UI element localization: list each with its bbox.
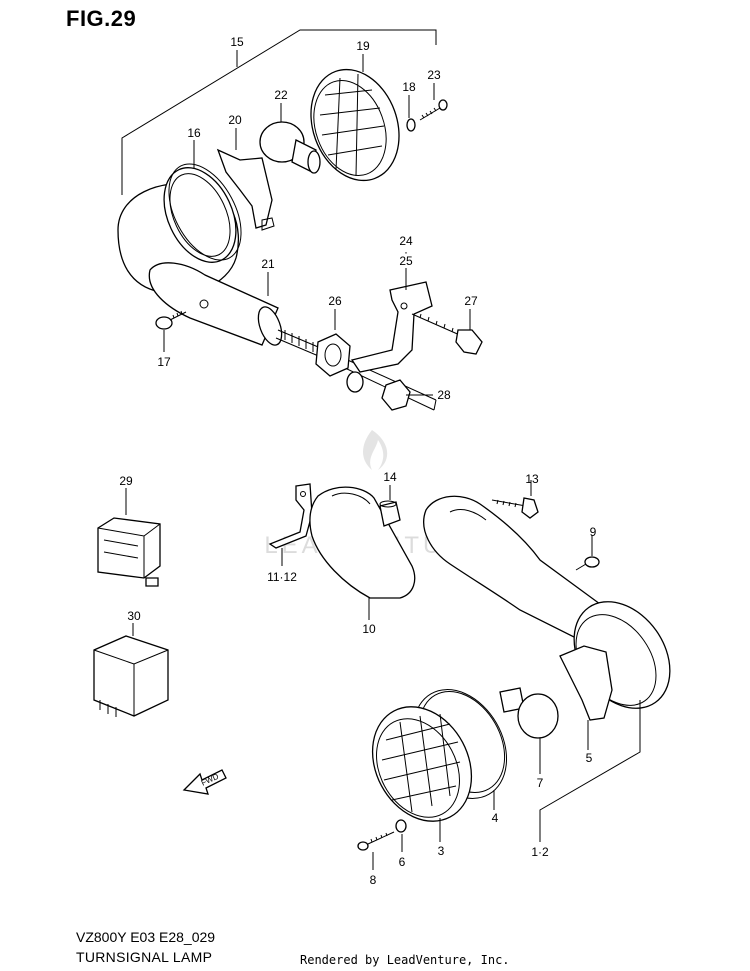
callout-8: 8 bbox=[370, 873, 377, 887]
screw-8 bbox=[357, 831, 395, 870]
callout-28: 28 bbox=[437, 388, 451, 402]
render-credit: Rendered by LeadVenture, Inc. bbox=[300, 953, 510, 967]
callout-7: 7 bbox=[537, 776, 544, 790]
assembly-bracket-15 bbox=[121, 29, 437, 195]
socket-plate-5 bbox=[559, 645, 613, 750]
bracket-24-25 bbox=[350, 281, 433, 373]
figure-title: FIG.29 bbox=[66, 6, 137, 31]
assembly-bracket-1-2 bbox=[539, 700, 641, 842]
bulb-22 bbox=[259, 121, 321, 174]
callout-1-2: 1·2 bbox=[531, 845, 549, 859]
screw-23 bbox=[419, 99, 448, 121]
fwd-arrow-icon: FWD bbox=[182, 769, 227, 795]
callout-13: 13 bbox=[525, 472, 539, 486]
callout-20: 20 bbox=[228, 113, 242, 127]
callout-14: 14 bbox=[383, 470, 397, 484]
bracket-11-12 bbox=[268, 483, 313, 566]
nut-26 bbox=[315, 333, 351, 377]
callout-dot-24-25: · bbox=[404, 245, 408, 259]
callout-6: 6 bbox=[399, 855, 406, 869]
socket-plate-20 bbox=[216, 148, 275, 231]
section-name: TURNSIGNAL LAMP bbox=[76, 949, 213, 965]
callout-25: 25 bbox=[399, 254, 413, 268]
gasket-16 bbox=[168, 163, 242, 261]
callout-21: 21 bbox=[261, 257, 275, 271]
washer-6 bbox=[395, 819, 407, 852]
callout-11-12: 11·12 bbox=[267, 570, 297, 584]
callout-4: 4 bbox=[492, 811, 499, 825]
washer-18 bbox=[406, 118, 416, 132]
lower-lamp-housing bbox=[423, 495, 671, 709]
upper-leader-lines bbox=[163, 54, 471, 396]
callout-labels: 15 19 18 23 22 20 16 21 24 · 25 26 27 17… bbox=[119, 35, 596, 887]
callout-18: 18 bbox=[402, 80, 416, 94]
upper-lamp-housing bbox=[117, 167, 240, 295]
callout-22: 22 bbox=[274, 88, 288, 102]
callout-5: 5 bbox=[586, 751, 593, 765]
callout-17: 17 bbox=[157, 355, 171, 369]
callout-30: 30 bbox=[127, 609, 141, 623]
lens-19 bbox=[310, 68, 400, 182]
model-code: VZ800Y E03 E28_029 bbox=[76, 929, 216, 945]
callout-15: 15 bbox=[230, 35, 244, 49]
cushion-14 bbox=[379, 485, 401, 527]
screw-17 bbox=[155, 310, 187, 330]
callout-26: 26 bbox=[328, 294, 342, 308]
relay-30 bbox=[93, 623, 169, 717]
bolt-27 bbox=[411, 313, 483, 355]
callout-10: 10 bbox=[362, 622, 376, 636]
screw-9 bbox=[575, 535, 600, 571]
cover-10 bbox=[309, 486, 416, 620]
callout-29: 29 bbox=[119, 474, 133, 488]
relay-29 bbox=[97, 488, 161, 587]
callout-3: 3 bbox=[438, 844, 445, 858]
callout-19: 19 bbox=[356, 39, 370, 53]
callout-9: 9 bbox=[590, 525, 597, 539]
bulb-7 bbox=[499, 687, 559, 774]
nut-28 bbox=[346, 371, 411, 411]
callout-24: 24 bbox=[399, 234, 413, 248]
screw-13 bbox=[491, 480, 539, 519]
lens-3 bbox=[371, 706, 473, 842]
callout-27: 27 bbox=[464, 294, 478, 308]
callout-23: 23 bbox=[427, 68, 441, 82]
callout-16: 16 bbox=[187, 126, 201, 140]
